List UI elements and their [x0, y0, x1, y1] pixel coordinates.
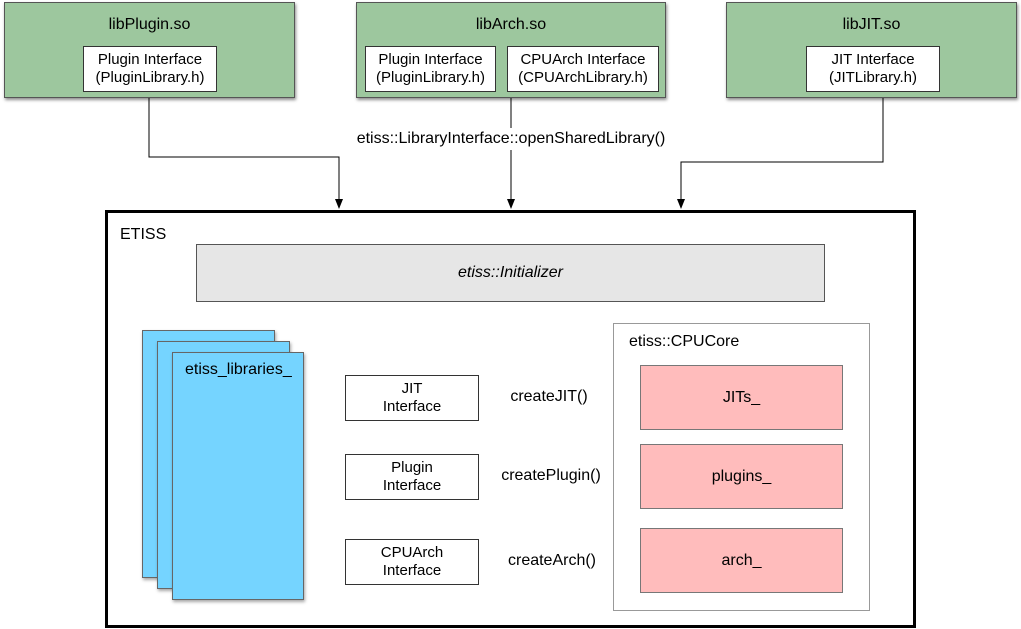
libarch-cpuarch-interface: CPUArch Interface (CPUArchLibrary.h): [507, 46, 659, 92]
jit-interface-box: JIT Interface: [345, 375, 479, 421]
createplugin-label: createPlugin(): [499, 466, 603, 486]
libjit-jit-interface: JIT Interface (JITLibrary.h): [806, 46, 940, 92]
plugin-load-arrow: [148, 98, 343, 209]
plugins-box: plugins_: [640, 444, 843, 509]
libarch-box: libArch.so Plugin Interface (PluginLibra…: [356, 2, 666, 98]
libplugin-title: libPlugin.so: [108, 16, 191, 33]
libplugin-plugin-interface: Plugin Interface (PluginLibrary.h): [83, 46, 217, 92]
libjit-box: libJIT.so JIT Interface (JITLibrary.h): [726, 2, 1017, 98]
arch-box: arch_: [640, 528, 843, 593]
createjit-label: createJIT(): [506, 387, 592, 407]
initializer-box: etiss::Initializer: [196, 244, 825, 302]
createarch-label: createArch(): [506, 551, 598, 571]
libarch-plugin-interface: Plugin Interface (PluginLibrary.h): [365, 46, 496, 92]
etiss-title: ETISS: [120, 226, 167, 243]
libjit-title: libJIT.so: [842, 16, 901, 33]
libraries-label: etiss_libraries_: [185, 361, 292, 378]
libplugin-box: libPlugin.so Plugin Interface (PluginLib…: [4, 2, 295, 98]
libarch-title: libArch.so: [475, 16, 547, 33]
jit-load-arrow: [677, 98, 884, 209]
open-shared-library-label: etiss::LibraryInterface::openSharedLibra…: [352, 128, 670, 150]
cpucore-title: etiss::CPUCore: [629, 333, 740, 350]
libraries-card-front: etiss_libraries_: [172, 352, 304, 600]
cpuarch-interface-box: CPUArch Interface: [345, 539, 479, 585]
plugin-interface-box: Plugin Interface: [345, 454, 479, 500]
jits-box: JITs_: [640, 365, 843, 430]
